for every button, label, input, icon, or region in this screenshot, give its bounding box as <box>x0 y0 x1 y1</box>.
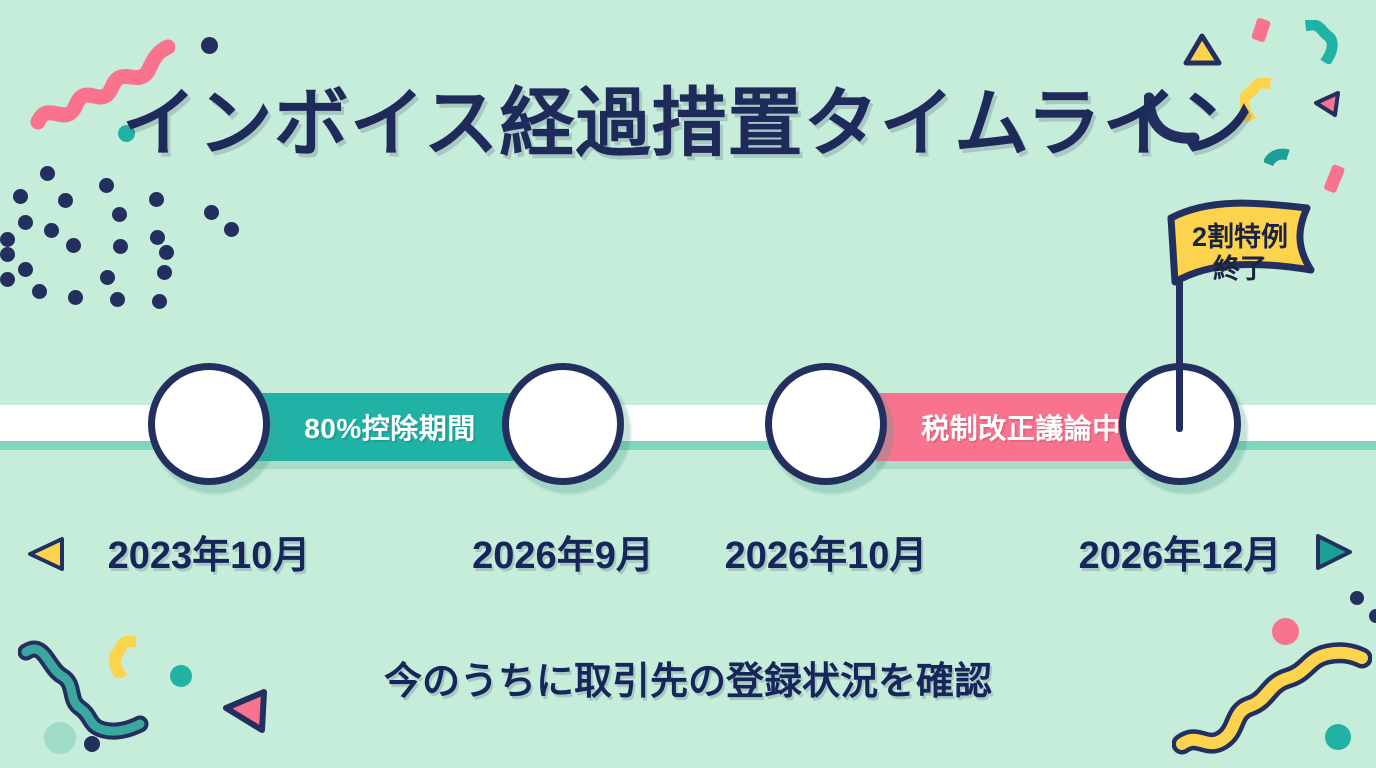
segment-tax-reform-label: 税制改正議論中 <box>921 413 1121 444</box>
node-3[interactable] <box>765 363 887 485</box>
segment-tax-reform[interactable]: 税制改正議論中 <box>876 393 1166 461</box>
node-3-date-label: 2026年10月 <box>724 535 928 577</box>
footer-caption: 今のうちに取引先の登録状況を確認 <box>383 661 992 703</box>
node-1-date-label: 2023年10月 <box>107 535 311 577</box>
segment-80-deduction-label: 80%控除期間 <box>304 413 476 444</box>
flag-label-line2: 終了 <box>1213 253 1267 284</box>
flag-label-line1: 2割特例 <box>1191 222 1289 252</box>
node-2[interactable] <box>502 363 624 485</box>
segment-80-deduction[interactable]: 80%控除期間 <box>240 393 540 461</box>
flag-pole <box>1176 232 1183 432</box>
segment-gap[interactable] <box>600 405 795 441</box>
page-title: インボイス経過措置タイムライン <box>121 81 1255 165</box>
node-2-date-label: 2026年9月 <box>472 535 654 577</box>
node-1[interactable] <box>148 363 270 485</box>
flag-marker[interactable]: 2割特例 終了 <box>1161 196 1336 324</box>
node-4-date-label: 2026年12月 <box>1078 535 1282 577</box>
flag-label: 2割特例 終了 <box>1161 222 1319 286</box>
